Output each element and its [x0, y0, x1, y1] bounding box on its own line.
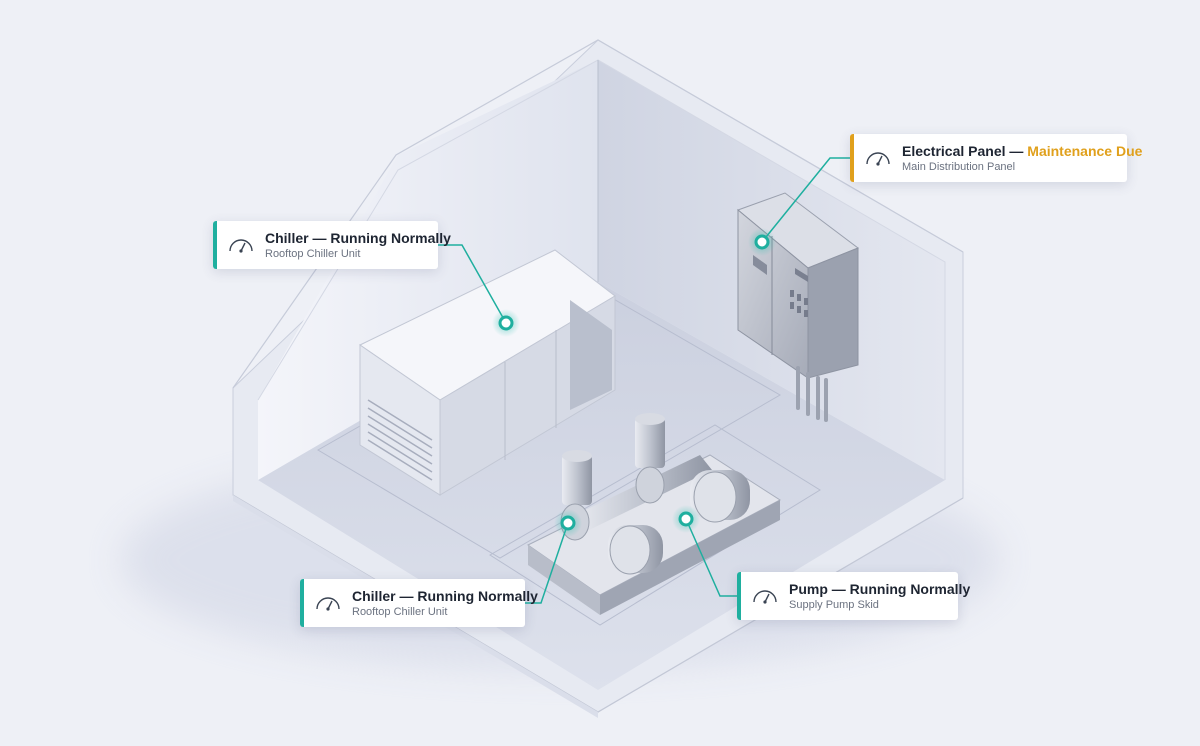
status-bar: [850, 134, 854, 182]
callout-subtitle: Rooftop Chiller Unit: [265, 247, 361, 260]
status-bar: [300, 579, 304, 627]
chiller-unit: [359, 249, 616, 496]
gauge-icon: [316, 597, 340, 611]
callout-subtitle: Main Distribution Panel: [902, 160, 1016, 173]
pump-skid: [527, 413, 781, 615]
status-text: Maintenance Due: [1027, 142, 1143, 159]
status-text: Running Normally: [417, 587, 538, 604]
gauge-icon: [866, 152, 890, 166]
hotspot-pump[interactable]: [672, 505, 700, 533]
status-text: Running Normally: [849, 580, 971, 597]
callout-subtitle: Rooftop Chiller Unit: [352, 605, 448, 618]
callout-connectors: [438, 157, 850, 604]
hotspot-electrical-panel[interactable]: [748, 228, 776, 256]
callout-card-chiller-1[interactable]: Chiller — Running Normally Rooftop Chill…: [213, 221, 451, 269]
gauge-icon: [753, 590, 777, 604]
callout-card-electrical-panel[interactable]: Electrical Panel — Maintenance Due Main …: [850, 134, 1142, 182]
status-bar: [737, 572, 741, 620]
status-text: Running Normally: [330, 229, 451, 246]
callout-card-chiller-2[interactable]: Chiller — Running Normally Rooftop Chill…: [300, 579, 538, 627]
callout-subtitle: Supply Pump Skid: [789, 598, 879, 611]
hotspot-chiller-pump-inlet[interactable]: [554, 509, 582, 537]
callout-card-pump[interactable]: Pump — Running Normally Supply Pump Skid: [737, 572, 970, 620]
status-bar: [213, 221, 217, 269]
gauge-icon: [229, 239, 253, 253]
hotspot-chiller[interactable]: [492, 309, 520, 337]
